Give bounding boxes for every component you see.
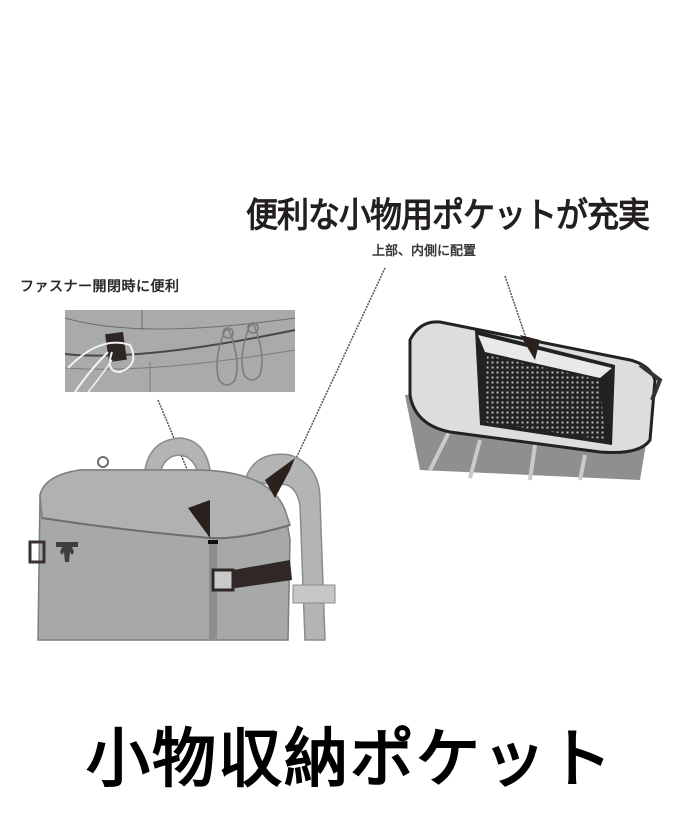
brand-logo-icon	[56, 542, 78, 562]
headline-subtitle: 上部、内側に配置	[372, 244, 477, 259]
backpack-main	[28, 437, 336, 641]
zipper-detail-inset	[64, 310, 296, 393]
inner-pocket-illustration	[405, 320, 663, 481]
footer-title: 小物収納ポケット	[86, 723, 614, 797]
headline-title: 便利な小物用ポケットが充実	[246, 194, 650, 236]
zipper-caption: ファスナー開閉時に便利	[20, 279, 180, 295]
